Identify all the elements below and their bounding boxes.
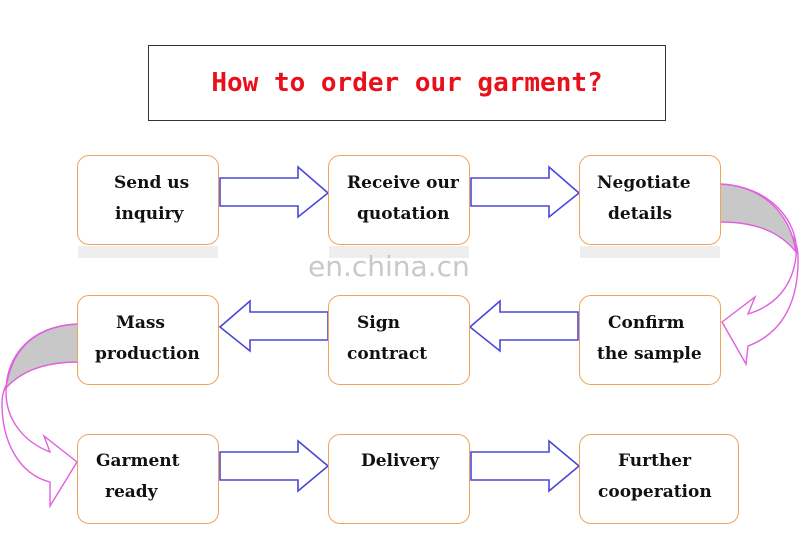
step-label-line1: Further [618,451,692,471]
step-label-line1: Garment [96,451,180,471]
step-confirm-sample: Confirm the sample [579,295,721,385]
step-label-line1: Delivery [361,451,440,471]
step-label-line1: Send us [114,173,190,193]
title-box: How to order our garment? [148,45,666,121]
step-label-line1: Mass [116,313,165,333]
block-arrows [218,165,581,493]
arrow-right-4 [470,439,581,493]
step-label-line2: the sample [597,344,702,364]
arrow-left-1 [468,299,579,353]
diagram-title: How to order our garment? [211,68,603,98]
step-label-line2: ready [105,482,158,502]
step-mass-production: Mass production [77,295,219,385]
step-further-cooperation: Further cooperation [579,434,739,524]
step-label-line2: quotation [357,204,450,224]
arrow-right-2 [470,165,581,219]
arrow-left-2 [218,299,329,353]
curved-arrow-left [1,323,79,509]
reflection-strips [78,246,720,258]
arrow-right-3 [219,439,330,493]
step-garment-ready: Garment ready [77,434,219,524]
step-label-line1: Receive our [347,173,459,193]
step-label-line2: contract [347,344,428,364]
step-label-line1: Confirm [608,313,685,333]
arrow-right-1 [219,165,330,219]
step-sign-contract: Sign contract [328,295,470,385]
step-delivery: Delivery [328,434,470,524]
watermark: en.china.cn [308,250,470,283]
step-label-line2: cooperation [598,482,712,502]
step-label-line1: Negotiate [597,173,691,193]
step-negotiate-details: Negotiate details [579,155,721,245]
step-label-line2: inquiry [115,204,184,224]
step-label-line1: Sign [357,313,400,333]
curved-arrow-right [719,183,799,367]
step-label-line2: details [608,204,673,224]
step-send-inquiry: Send us inquiry [77,155,219,245]
step-receive-quotation: Receive our quotation [328,155,470,245]
step-label-line2: production [95,344,200,364]
